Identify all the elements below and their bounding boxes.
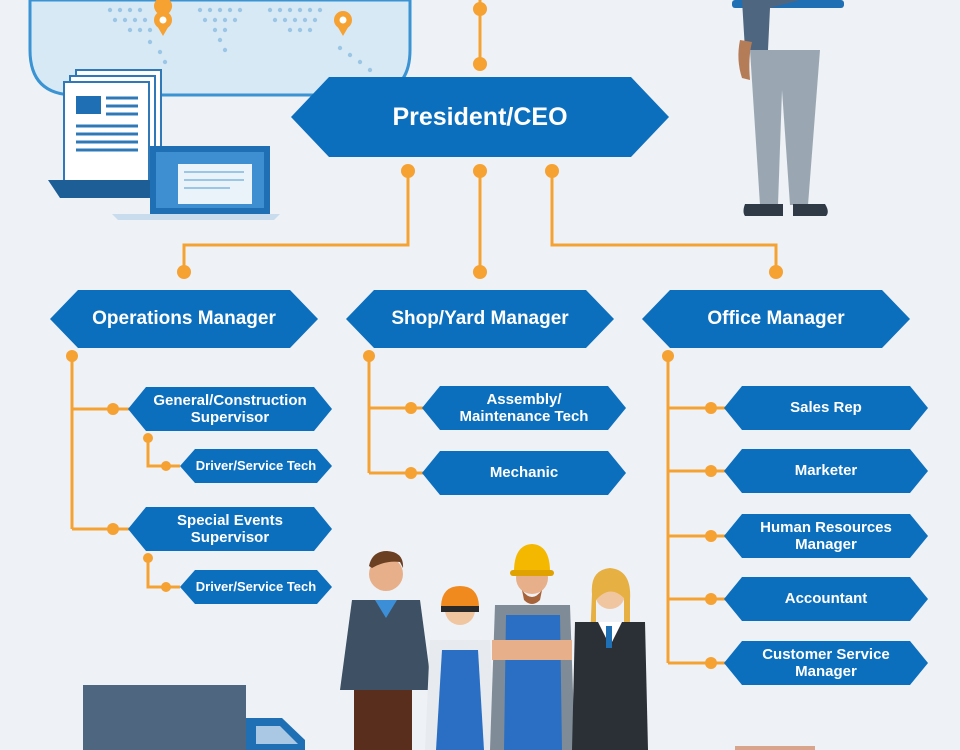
- supervisor-node-1-shape: [128, 507, 332, 551]
- manager-node-2-shape: [642, 290, 910, 348]
- connector-dot: [161, 461, 171, 471]
- office-report-node-0-shape: [724, 386, 928, 430]
- corner-item-icon: [735, 746, 815, 750]
- connector-dot: [705, 593, 717, 605]
- driver-node-0-shape: [180, 449, 332, 483]
- connector-dot: [143, 553, 153, 563]
- connector-dot: [161, 582, 171, 592]
- node-shapes: [50, 77, 928, 685]
- connector-dot: [705, 657, 717, 669]
- office-report-node-2-shape: [724, 514, 928, 558]
- shop-report-node-0-shape: [422, 386, 626, 430]
- connector-dot: [405, 467, 417, 479]
- office-report-node-3-shape: [724, 577, 928, 621]
- office-report-node-4-shape: [724, 641, 928, 685]
- supervisor-node-0-shape: [128, 387, 332, 431]
- businessman-icon: [732, 0, 844, 216]
- shop-report-node-1-shape: [422, 451, 626, 495]
- connector-dot: [705, 402, 717, 414]
- driver-node-1-shape: [180, 570, 332, 604]
- workers-group-icon: [340, 544, 648, 750]
- connector-dot: [473, 2, 487, 16]
- connector-lines: [66, 0, 783, 669]
- laptop-icon: [48, 146, 280, 220]
- manager-connector: [550, 171, 778, 272]
- office-report-node-1-shape: [724, 449, 928, 493]
- connector-dot: [177, 265, 191, 279]
- connector-dot: [107, 523, 119, 535]
- ceo-node-shape: [291, 77, 669, 157]
- connector-dot: [705, 530, 717, 542]
- connector-dot: [473, 57, 487, 71]
- manager-node-0-shape: [50, 290, 318, 348]
- manager-node-1-shape: [346, 290, 614, 348]
- connector-dot: [405, 402, 417, 414]
- connector-dot: [769, 265, 783, 279]
- connector-dot: [705, 465, 717, 477]
- connector-dot: [473, 265, 487, 279]
- manager-connector: [182, 171, 410, 272]
- connector-dot: [143, 433, 153, 443]
- connector-dot: [107, 403, 119, 415]
- document-icon: [63, 69, 162, 195]
- truck-icon: [83, 685, 305, 750]
